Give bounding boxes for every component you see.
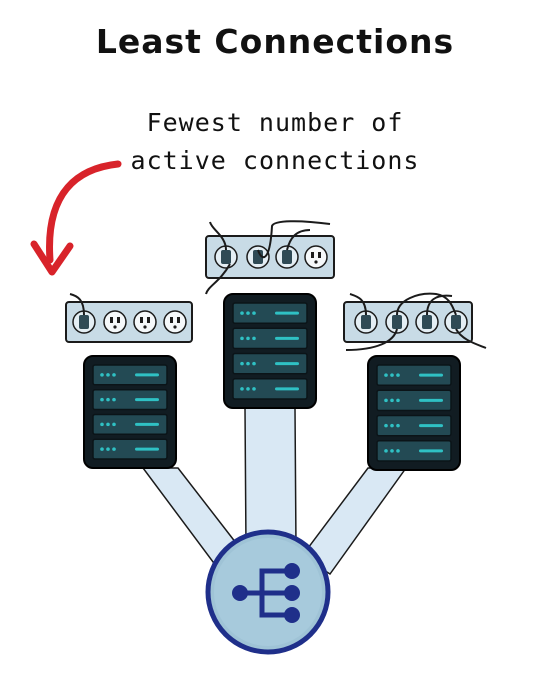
load-balancer-icon [205, 529, 331, 655]
server-unit [92, 413, 168, 435]
power-outlet [444, 310, 468, 334]
power-outlet [133, 310, 157, 334]
annotation-line-2: active connections [130, 146, 420, 175]
server-unit [92, 364, 168, 386]
server-unit [232, 352, 308, 375]
power-strip-icon [205, 220, 335, 295]
server-unit [376, 364, 452, 386]
beam-center [244, 407, 297, 549]
server-unit [376, 440, 452, 462]
annotation-line-1: Fewest number of [146, 108, 404, 137]
curved-arrow-icon [30, 160, 122, 276]
power-outlet [304, 245, 328, 269]
power-outlet [415, 310, 439, 334]
connection-beams [141, 407, 408, 576]
server-group [83, 293, 461, 471]
server-unit [232, 378, 308, 400]
server-unit [232, 302, 308, 324]
server-icon [367, 355, 461, 471]
power-outlet [103, 310, 127, 334]
server-unit [232, 327, 308, 350]
server-unit [92, 438, 168, 460]
power-outlet [72, 310, 96, 334]
server-unit [376, 414, 452, 437]
power-strip-icon [65, 293, 193, 343]
server-icon [83, 355, 177, 469]
server-unit [92, 389, 168, 411]
power-outlet [163, 310, 187, 334]
power-outlet [275, 245, 299, 269]
page-title: Least Connections [95, 22, 455, 61]
power-strip-icon [343, 292, 487, 351]
server-icon [223, 293, 317, 409]
server-unit [376, 389, 452, 412]
annotation-text: Fewest number of active connections [120, 104, 430, 180]
